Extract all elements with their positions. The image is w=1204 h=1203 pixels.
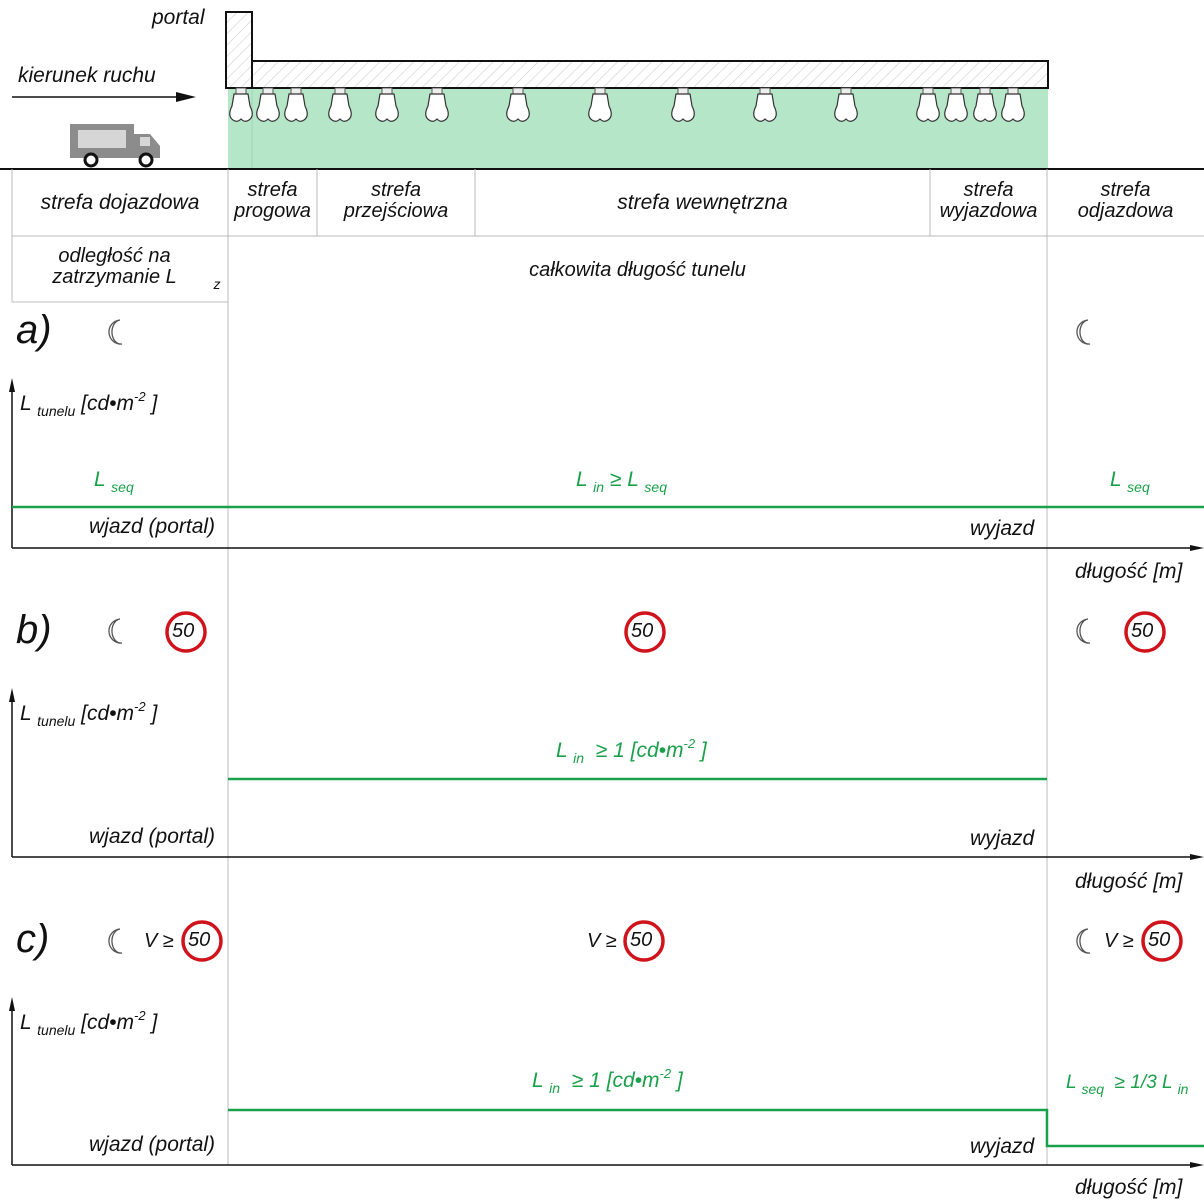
speed-limit-value: 50 — [172, 620, 195, 642]
moon-icon — [108, 928, 123, 954]
panel-b-mid-value: L in ≥ 1 [cd•m-2 ] — [556, 736, 707, 766]
zone-approach: strefa dojazdowa — [40, 191, 200, 214]
panel-a-entry-label: wjazd (portal) — [89, 515, 216, 538]
panel-c-right-value: L seq ≥ 1/3 L in — [1066, 1072, 1189, 1097]
portal-wall — [225, 11, 253, 89]
speed-limit-value: 50 — [1148, 929, 1171, 951]
moon-icon — [1076, 618, 1091, 644]
speed-limit-value: 50 — [631, 620, 654, 642]
speed-condition-label: V ≥ — [587, 930, 617, 952]
speed-limit-sign-icon — [181, 920, 223, 962]
panel-c-mid-value: L in ≥ 1 [cd•m-2 ] — [532, 1066, 683, 1096]
panel-a-x-axis-label: długość [m] — [1075, 560, 1183, 583]
panel-c-exit-label: wyjazd — [970, 1135, 1035, 1158]
speed-limit-sign-icon — [1141, 920, 1183, 962]
speed-limit-sign-icon — [624, 611, 666, 653]
moon-icon — [1076, 319, 1091, 345]
panel-c-x-axis-label: długość [m] — [1075, 1176, 1183, 1199]
direction-arrow-icon — [12, 92, 196, 102]
panel-a-mid-value: L in ≥ L seq — [576, 468, 667, 495]
moon-icon — [108, 618, 123, 644]
panel-b-letter: b) — [16, 608, 52, 652]
panel-c-luminance-line — [228, 1108, 1204, 1148]
panel-a-axes — [11, 384, 1194, 549]
moon-icon — [1076, 928, 1091, 954]
speed-condition-label: V ≥ — [1104, 930, 1134, 952]
zone-interior: strefa wewnętrzna — [617, 191, 788, 214]
portal-label: portal — [152, 6, 205, 29]
speed-limit-value: 50 — [1131, 620, 1154, 642]
panel-b-x-axis-label: długość [m] — [1075, 870, 1183, 893]
zone-departure: strefa odjazdowa — [1077, 179, 1174, 222]
tunnel-ceiling — [251, 60, 1049, 89]
zone-table-grid — [11, 169, 1204, 303]
panel-a-letter: a) — [16, 308, 52, 352]
zone-exit: strefa wyjazdowa — [939, 179, 1038, 222]
speed-limit-sign-icon — [1124, 611, 1166, 653]
speed-limit-value: 50 — [630, 929, 653, 951]
panel-c-letter: c) — [16, 917, 50, 961]
panel-b-axes — [11, 694, 1194, 858]
zone-threshold: strefa progowa — [234, 179, 311, 222]
panel-a-right-value: L seq — [1110, 468, 1150, 495]
panel-b-entry-label: wjazd (portal) — [89, 825, 216, 848]
panel-b-exit-label: wyjazd — [970, 827, 1035, 850]
zone-transition: strefa przejściowa — [343, 179, 449, 222]
speed-limit-sign-icon — [623, 920, 665, 962]
moon-icon — [108, 319, 123, 345]
panel-c-axes — [11, 1003, 1194, 1166]
panel-a-y-axis-label: L tunelu [cd•m-2 ] — [20, 389, 158, 419]
panel-b-y-axis-label: L tunelu [cd•m-2 ] — [20, 699, 158, 729]
tunnel-lit-area — [228, 88, 1048, 169]
panel-a-exit-label: wyjazd — [970, 517, 1035, 540]
panel-a-left-value: L seq — [94, 468, 134, 495]
speed-limit-value: 50 — [188, 929, 211, 951]
speed-limit-sign-icon — [165, 611, 207, 653]
speed-condition-label: V ≥ — [144, 930, 174, 952]
total-length-cell: całkowita długość tunelu — [529, 258, 746, 281]
truck-icon — [70, 124, 160, 168]
direction-label: kierunek ruchu — [18, 64, 156, 87]
panel-c-y-axis-label: L tunelu [cd•m-2 ] — [20, 1008, 158, 1038]
panel-c-entry-label: wjazd (portal) — [89, 1133, 216, 1156]
